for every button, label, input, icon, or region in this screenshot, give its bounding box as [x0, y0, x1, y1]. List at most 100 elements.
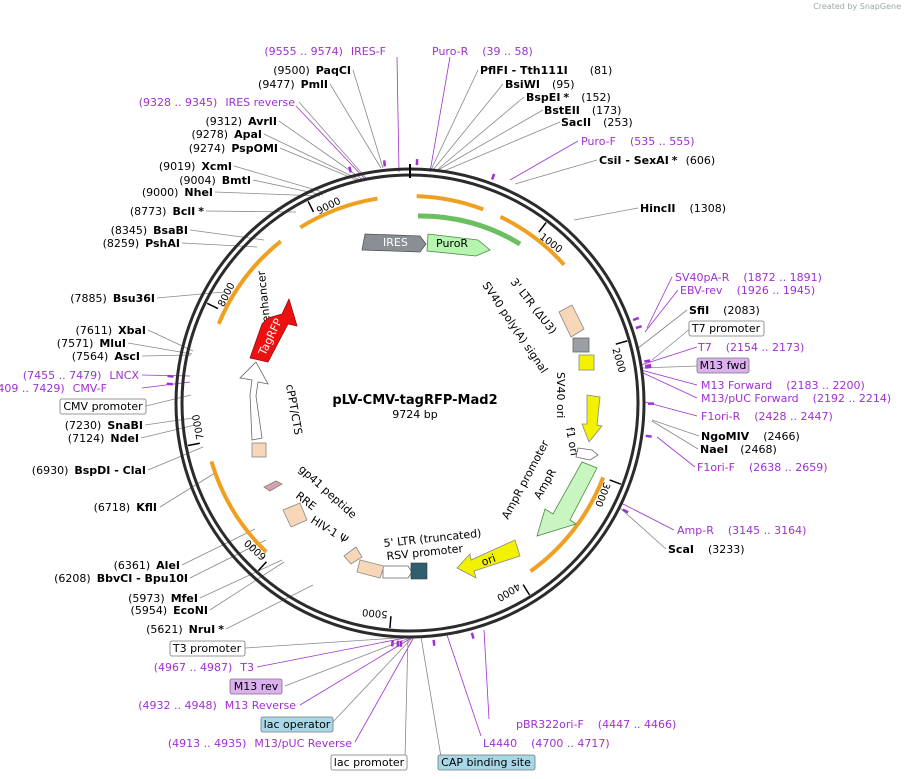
tick-mark — [307, 200, 315, 213]
primer-mark — [167, 374, 174, 378]
box-m13-fwd[interactable]: M13 fwd — [696, 357, 750, 374]
enzyme-snabi[interactable]: (7230)SnaBI — [65, 419, 143, 432]
primer-puro-r[interactable]: Puro-R(39 .. 58) — [432, 45, 533, 58]
enzyme-bmti[interactable]: (9004)BmtI — [179, 174, 251, 187]
enzyme-pmli[interactable]: (9477)PmlI — [258, 78, 328, 91]
enzyme-ndei[interactable]: (7124)NdeI — [68, 432, 139, 445]
enzyme-pos: (9500) — [273, 64, 310, 77]
tick-mark — [187, 442, 200, 447]
primer-t3[interactable]: (4967 .. 4987)T3 — [154, 661, 254, 674]
enzyme-asci[interactable]: (7564)AscI — [72, 350, 140, 363]
psi-box — [343, 546, 363, 565]
primer-lncx[interactable]: (7455 .. 7479)LNCX — [23, 369, 140, 382]
tick-mark — [206, 302, 219, 310]
hiv-psi-label: HIV-1 Ψ — [308, 514, 350, 547]
enzyme-xbai[interactable]: (7611)XbaI — [76, 324, 146, 337]
enzyme-xcmi[interactable]: (9019)XcmI — [159, 160, 232, 173]
enzyme-sfii[interactable]: SfiI(2083) — [689, 304, 760, 317]
box-lac-promoter[interactable]: lac promoter — [330, 754, 408, 771]
enzyme-pflfi[interactable]: PflFI - Tth111I(81) — [480, 64, 612, 77]
primer-t7[interactable]: T7(2154 .. 2173) — [697, 341, 804, 354]
orf-arc — [529, 476, 606, 573]
ires-feature — [361, 233, 427, 253]
box-m13-rev[interactable]: M13 rev — [229, 678, 283, 695]
primer-mark — [635, 324, 642, 330]
enzyme-scai[interactable]: ScaI(3233) — [668, 543, 745, 556]
primer-m13-puc-reverse[interactable]: (4913 .. 4935)M13/pUC Reverse — [168, 737, 352, 750]
svg-text:CAP binding site: CAP binding site — [441, 756, 531, 769]
f1-ori-label: f1 ori — [563, 426, 581, 457]
primer-cmv-f[interactable]: (7409 .. 7429)CMV-F — [0, 382, 107, 395]
gp41-feature — [263, 480, 283, 492]
enzyme-kfli[interactable]: (6718)KflI — [94, 501, 157, 514]
box-t3-promoter[interactable]: T3 promoter — [169, 640, 246, 657]
primer-m13-reverse[interactable]: (4932 .. 4948)M13 Reverse — [138, 699, 296, 712]
enzyme-nhei[interactable]: (9000)NheI — [142, 186, 213, 199]
primer-mark — [382, 160, 387, 167]
primer-m13-forward[interactable]: M13 Forward(2183 .. 2200) — [701, 379, 865, 392]
enzyme-pshai[interactable]: (8259)PshAI — [103, 237, 180, 250]
tick-mark — [538, 222, 547, 233]
orf-arc — [499, 215, 566, 267]
primer-mark — [645, 434, 652, 438]
enzyme-bsabi[interactable]: (8345)BsaBI — [111, 224, 188, 237]
enzyme-hincii[interactable]: HincII(1308) — [640, 202, 726, 215]
enzyme-bsiwi[interactable]: BsiWI(95) — [505, 78, 575, 91]
primer-leader-lines — [141, 56, 698, 743]
enzyme-ngomiv[interactable]: NgoMIV(2466) — [701, 430, 800, 443]
primer-f1ori-r[interactable]: F1ori-R(2428 .. 2447) — [701, 410, 833, 423]
primer-sv40pa-r[interactable]: SV40pA-R(1872 .. 1891) — [675, 271, 822, 284]
sv40-polya-label: SV40 poly(A) signal — [480, 279, 551, 375]
enzyme-name: PaqCI — [316, 64, 351, 77]
enzyme-bsteii[interactable]: BstEII(173) — [544, 104, 621, 117]
ori-label: ori — [480, 552, 498, 569]
enzyme-pspomi[interactable]: (9274)PspOMI — [189, 142, 278, 155]
enzyme-mfei[interactable]: (5973)MfeI — [128, 592, 198, 605]
box-cmv-promoter[interactable]: CMV promoter — [59, 398, 147, 415]
primer-mark — [622, 508, 629, 514]
primer-puro-f[interactable]: Puro-F(535 .. 555) — [581, 135, 695, 148]
box-lac-operator[interactable]: lac operator — [260, 716, 334, 733]
primer-f1ori-f[interactable]: F1ori-F(2638 .. 2659) — [697, 461, 828, 474]
enzyme-bbvci[interactable]: (6208)BbvCI - Bpu10I — [54, 572, 188, 585]
feature-leader-lines — [145, 327, 698, 758]
enzyme-csii[interactable]: CsiI - SexAI*(606) — [599, 154, 715, 167]
primer-ires-f[interactable]: (9555 .. 9574)IRES-F — [264, 45, 386, 58]
enzyme-naei[interactable]: NaeI(2468) — [700, 443, 777, 456]
box-cap-binding-site[interactable]: CAP binding site — [437, 754, 536, 771]
enzyme-bspei[interactable]: BspEI*(152) — [526, 91, 611, 104]
rsv-promoter-feature — [382, 565, 413, 579]
orf-arc — [216, 239, 282, 325]
primer-l4440[interactable]: L4440(4700 .. 4717) — [483, 737, 610, 750]
enzyme-mlui[interactable]: (7571)MluI — [57, 337, 126, 350]
enzyme-bspdi-clai[interactable]: (6930)BspDI - ClaI — [32, 464, 146, 477]
enzyme-sacii[interactable]: SacII(253) — [561, 116, 633, 129]
ampr-feature — [536, 461, 598, 537]
puror-orf-arc — [417, 213, 522, 247]
primer-amp-r[interactable]: Amp-R(3145 .. 3164) — [677, 524, 806, 537]
rre-feature — [282, 502, 308, 528]
enzyme-paqci[interactable]: (9500) PaqCI — [273, 64, 351, 77]
primer-ires-reverse[interactable]: (9328 .. 9345)IRES reverse — [139, 96, 295, 109]
enzyme-avrii[interactable]: (9312)AvrII — [206, 115, 277, 128]
plasmid-length: 9724 bp — [392, 408, 437, 421]
enzyme-apai[interactable]: (9278)ApaI — [192, 128, 262, 141]
primer-m13-puc-forward[interactable]: M13/pUC Forward(2192 .. 2214) — [701, 392, 891, 405]
primer-ebv-rev[interactable]: EBV-rev(1926 .. 1945) — [680, 284, 815, 297]
orf-arc — [416, 194, 484, 212]
enzyme-bcli[interactable]: (8773)BclI* — [130, 205, 204, 218]
sv40-ori-feature — [578, 354, 595, 371]
enzyme-bsu36i[interactable]: (7885)Bsu36I — [70, 292, 155, 305]
tick-mark — [615, 340, 628, 345]
puror-feature — [426, 233, 491, 257]
enzyme-alei[interactable]: (6361)AleI — [114, 559, 180, 572]
enzyme-nrui[interactable]: (5621)NruI* — [146, 623, 224, 636]
box-t7-promoter[interactable]: T7 promoter — [688, 320, 765, 337]
primer-pbr322ori-f[interactable]: pBR322ori-F(4447 .. 4466) — [516, 718, 676, 731]
enzyme-econi[interactable]: (5954)EcoNI — [131, 604, 208, 617]
ori-feature — [456, 539, 521, 579]
f1-ori-feature — [581, 394, 603, 443]
ltr3-feature — [558, 304, 585, 338]
primer-mark — [348, 166, 353, 173]
boxed-feature-labels: T7 promoter M13 fwd CMV promoter T3 prom… — [59, 320, 765, 771]
